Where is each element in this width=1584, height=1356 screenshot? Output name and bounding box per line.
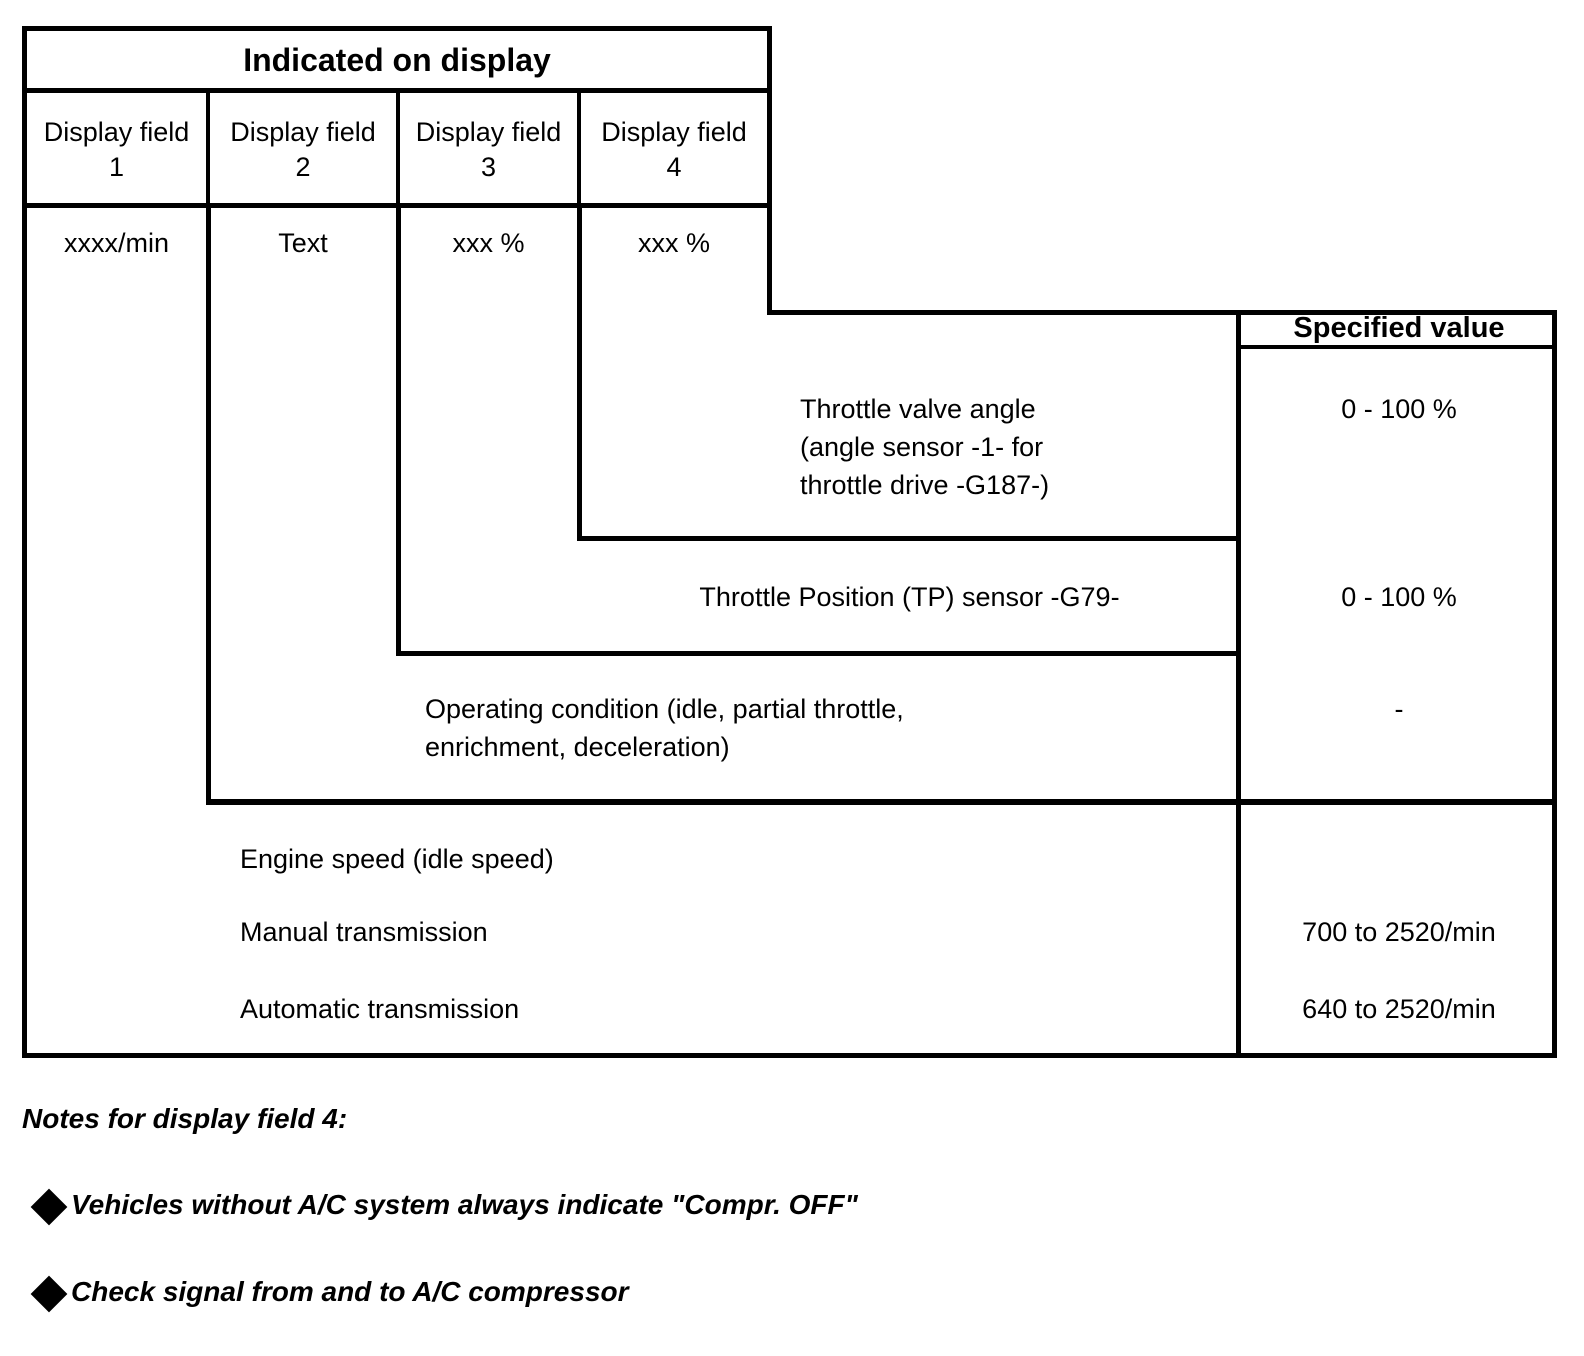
operating-condition-row-bottom-border [206, 799, 1557, 805]
field4-left-border [577, 203, 582, 540]
header-divider-1 [206, 93, 210, 203]
step-top-border [767, 310, 1557, 315]
operating-condition-spec: - [1394, 694, 1404, 724]
diamond-bullet-icon [30, 1188, 68, 1226]
note-item: Vehicles without A/C system always indic… [30, 1188, 858, 1226]
field3-left-border [396, 203, 401, 655]
automatic-transmission-label: Automatic transmission [240, 994, 520, 1024]
throttle-valve-row-bottom-border [577, 536, 1237, 541]
spec-header-bottom-border [1236, 345, 1557, 349]
header-divider-2 [396, 93, 400, 203]
display-field-1-header: Display field 1 [43, 117, 190, 182]
note-text: Check signal from and to A/C compressor [71, 1276, 629, 1307]
title-row-bottom-border [22, 88, 772, 93]
table-title: Indicated on display [243, 42, 551, 78]
tp-sensor-row-bottom-border [396, 651, 1237, 656]
display-field-4-value: xxx % [637, 228, 710, 258]
tp-sensor-description: Throttle Position (TP) sensor -G79- [699, 582, 1120, 612]
table-left-border [22, 26, 27, 1058]
table-right-border [1552, 310, 1557, 1058]
note-item: Check signal from and to A/C compressor [30, 1275, 629, 1313]
notes-title: Notes for display field 4: [22, 1103, 348, 1134]
display-field-2-header: Display field 2 [230, 117, 376, 182]
specified-value-header: Specified value [1293, 312, 1505, 344]
tp-sensor-spec: 0 - 100 % [1341, 582, 1457, 612]
display-field-3-header: Display field 3 [415, 117, 562, 182]
automatic-transmission-spec: 640 to 2520/min [1302, 994, 1496, 1024]
engine-speed-heading: Engine speed (idle speed) [240, 844, 554, 874]
spec-column-left-border [1236, 310, 1241, 1058]
display-field-4-header: Display field 4 [601, 117, 747, 182]
field2-left-border [206, 203, 211, 803]
display-field-2-value: Text [278, 228, 328, 258]
field4-right-border [767, 26, 772, 315]
throttle-valve-angle-description: Throttle valve angle (angle sensor -1- f… [800, 394, 1050, 500]
note-text: Vehicles without A/C system always indic… [71, 1189, 858, 1220]
display-field-1-value: xxxx/min [63, 228, 169, 258]
table-bottom-border [22, 1053, 1557, 1058]
manual-transmission-spec: 700 to 2520/min [1302, 917, 1496, 947]
manual-transmission-label: Manual transmission [240, 917, 488, 947]
throttle-valve-angle-spec: 0 - 100 % [1341, 394, 1457, 424]
diamond-bullet-icon [30, 1275, 68, 1313]
operating-condition-description: Operating condition (idle, partial throt… [425, 694, 904, 762]
display-field-3-value: xxx % [452, 228, 525, 258]
table-border-top [22, 26, 772, 31]
header-divider-3 [577, 93, 581, 203]
